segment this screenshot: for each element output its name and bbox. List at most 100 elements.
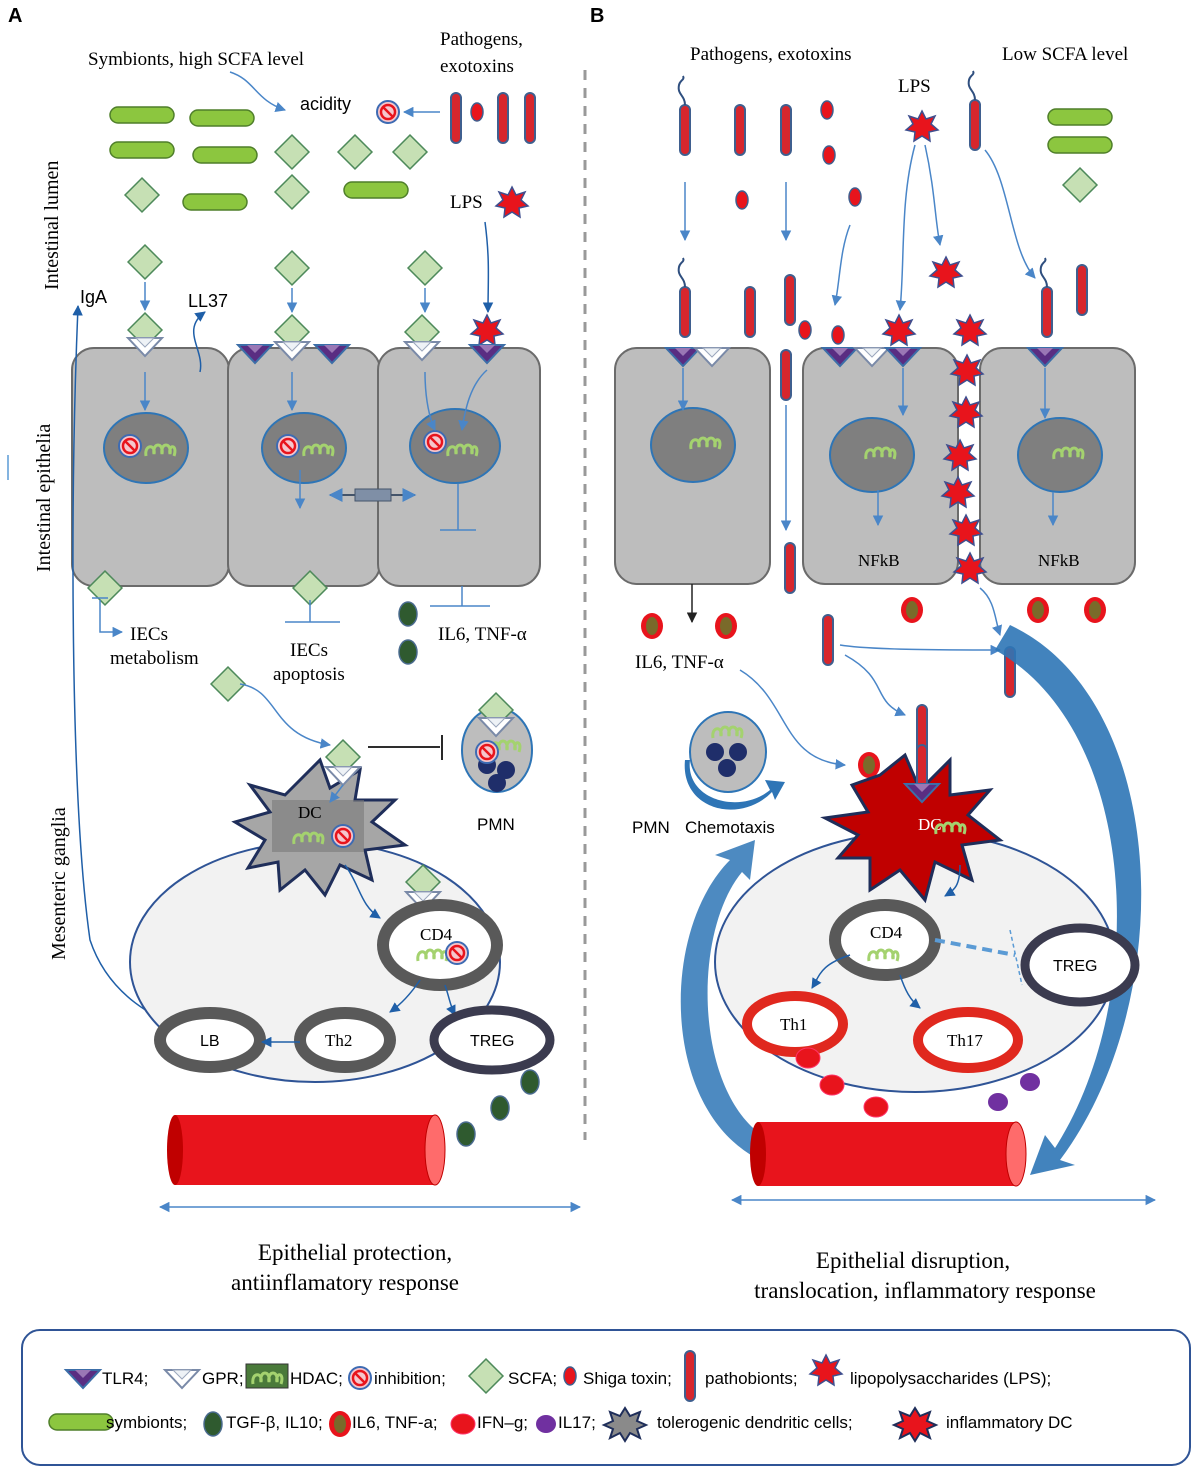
symbiont [192, 146, 258, 164]
label-cytokines-a: IL6, TNF-α [438, 624, 527, 645]
label-iecs-apoptosis-1: IECs [290, 640, 328, 661]
ifn-g-icon [450, 1413, 476, 1435]
symbiont [1047, 108, 1113, 126]
arrow [344, 864, 381, 919]
symbiont-icon [48, 1413, 114, 1431]
label-lps-a: LPS [450, 192, 483, 213]
side-label-lumen: Intestinal lumen [41, 161, 63, 290]
pathobiont [784, 274, 796, 326]
th17-cell [913, 1007, 1023, 1073]
symbiont [1047, 136, 1113, 154]
pathobiont [780, 349, 792, 401]
caption-b-line1: Epithelial disruption, [816, 1248, 1010, 1273]
il6-tnf [1084, 597, 1106, 623]
treg-cell [1020, 923, 1140, 1007]
pathobiont [677, 75, 691, 156]
il17 [988, 1093, 1008, 1111]
tgf-il10 [520, 1069, 540, 1095]
scfa [274, 174, 310, 210]
legend-il6: IL6, TNF-a; [352, 1413, 438, 1432]
inhibition-icon [330, 823, 356, 849]
il6-tnf-icon [329, 1411, 351, 1437]
shiga-toxin-icon [563, 1366, 577, 1386]
lps [495, 186, 529, 218]
legend-tgf: TGF-β, IL10; [226, 1413, 323, 1432]
blood-vessel [175, 1115, 435, 1185]
legend-lps: lipopolysaccharides (LPS); [850, 1369, 1051, 1388]
lps [882, 314, 916, 346]
symbiont [189, 109, 255, 127]
legend-tolerogenic: tolerogenic dendritic cells; [657, 1413, 853, 1432]
block-bar [1009, 929, 1023, 986]
arrow [831, 224, 851, 307]
arrow [239, 683, 332, 749]
panel-letter-a: A [8, 5, 22, 27]
label-treg-b: TREG [1053, 958, 1097, 975]
arrow-iga [72, 304, 206, 1041]
pathobiont [780, 104, 792, 156]
label-th1: Th1 [780, 1015, 807, 1034]
scfa [1062, 167, 1098, 203]
scfa [210, 666, 246, 702]
inhibition-icon [444, 940, 470, 966]
legend-il17: IL17; [558, 1413, 596, 1432]
pathobiont [784, 542, 796, 594]
arrow [389, 979, 421, 1013]
legend-box [21, 1329, 1191, 1466]
blood-vessel-left [167, 1115, 183, 1185]
th2-cell [294, 1007, 396, 1073]
label-chemotaxis: Chemotaxis [685, 818, 775, 837]
pathobiont [822, 614, 834, 666]
lps [905, 110, 939, 142]
lps [929, 256, 963, 288]
nucleus [650, 407, 736, 483]
tolerogenic-dc-icon [601, 1406, 649, 1443]
lps [953, 314, 987, 346]
legend-symbionts: symbionts; [106, 1413, 187, 1432]
pathobiont-icon [684, 1350, 696, 1402]
pmn-cell [689, 711, 767, 793]
arrow-ll37 [193, 311, 206, 373]
side-label-epithelia: Intestinal epithelia [33, 424, 55, 572]
shiga-toxin [848, 187, 862, 207]
arrow [839, 644, 1002, 656]
arrow-metabolism [99, 600, 124, 638]
scfa [274, 134, 310, 170]
label-lps-b: LPS [898, 76, 931, 97]
caption-b-line2: translocation, inflammatory response [754, 1278, 1096, 1303]
shiga-toxin [470, 102, 484, 122]
pathobiont [967, 70, 981, 151]
pmn-granule [497, 761, 515, 779]
shiga-toxin [735, 190, 749, 210]
blood-vessel [758, 1122, 1016, 1186]
arrow-lps-down [482, 221, 494, 314]
tgf-il10 [456, 1121, 476, 1147]
treg-cell [429, 1005, 555, 1075]
il17 [1020, 1073, 1040, 1091]
pathobiont [1039, 257, 1053, 338]
pathobiont [497, 92, 509, 144]
arrow-symbionts-acidity [229, 71, 286, 112]
shiga-toxin [798, 320, 812, 340]
tgf-il10 [490, 1095, 510, 1121]
ifn-g [819, 1074, 845, 1096]
chemotaxis-arrow [684, 760, 785, 810]
label-iecs-metabolism-1: IECs [130, 624, 168, 645]
legend-pathobionts: pathobionts; [705, 1369, 798, 1388]
arrow [979, 587, 1002, 636]
pathobiont [524, 92, 536, 144]
label-th2: Th2 [325, 1031, 352, 1050]
label-ll37: LL37 [188, 291, 228, 311]
label-nfkb-1: NFkB [858, 551, 900, 570]
recirculation-arrow [680, 840, 770, 1160]
arrow [924, 144, 944, 247]
inflammatory-dc [820, 752, 1004, 904]
inhibition-icon [422, 429, 448, 455]
tgf-il10 [398, 601, 418, 627]
pmn-granule [488, 774, 506, 792]
arrow [899, 974, 921, 1009]
lb-cell [154, 1007, 266, 1073]
legend-inhibition: inhibition; [374, 1369, 446, 1388]
pathobiont [677, 257, 691, 338]
